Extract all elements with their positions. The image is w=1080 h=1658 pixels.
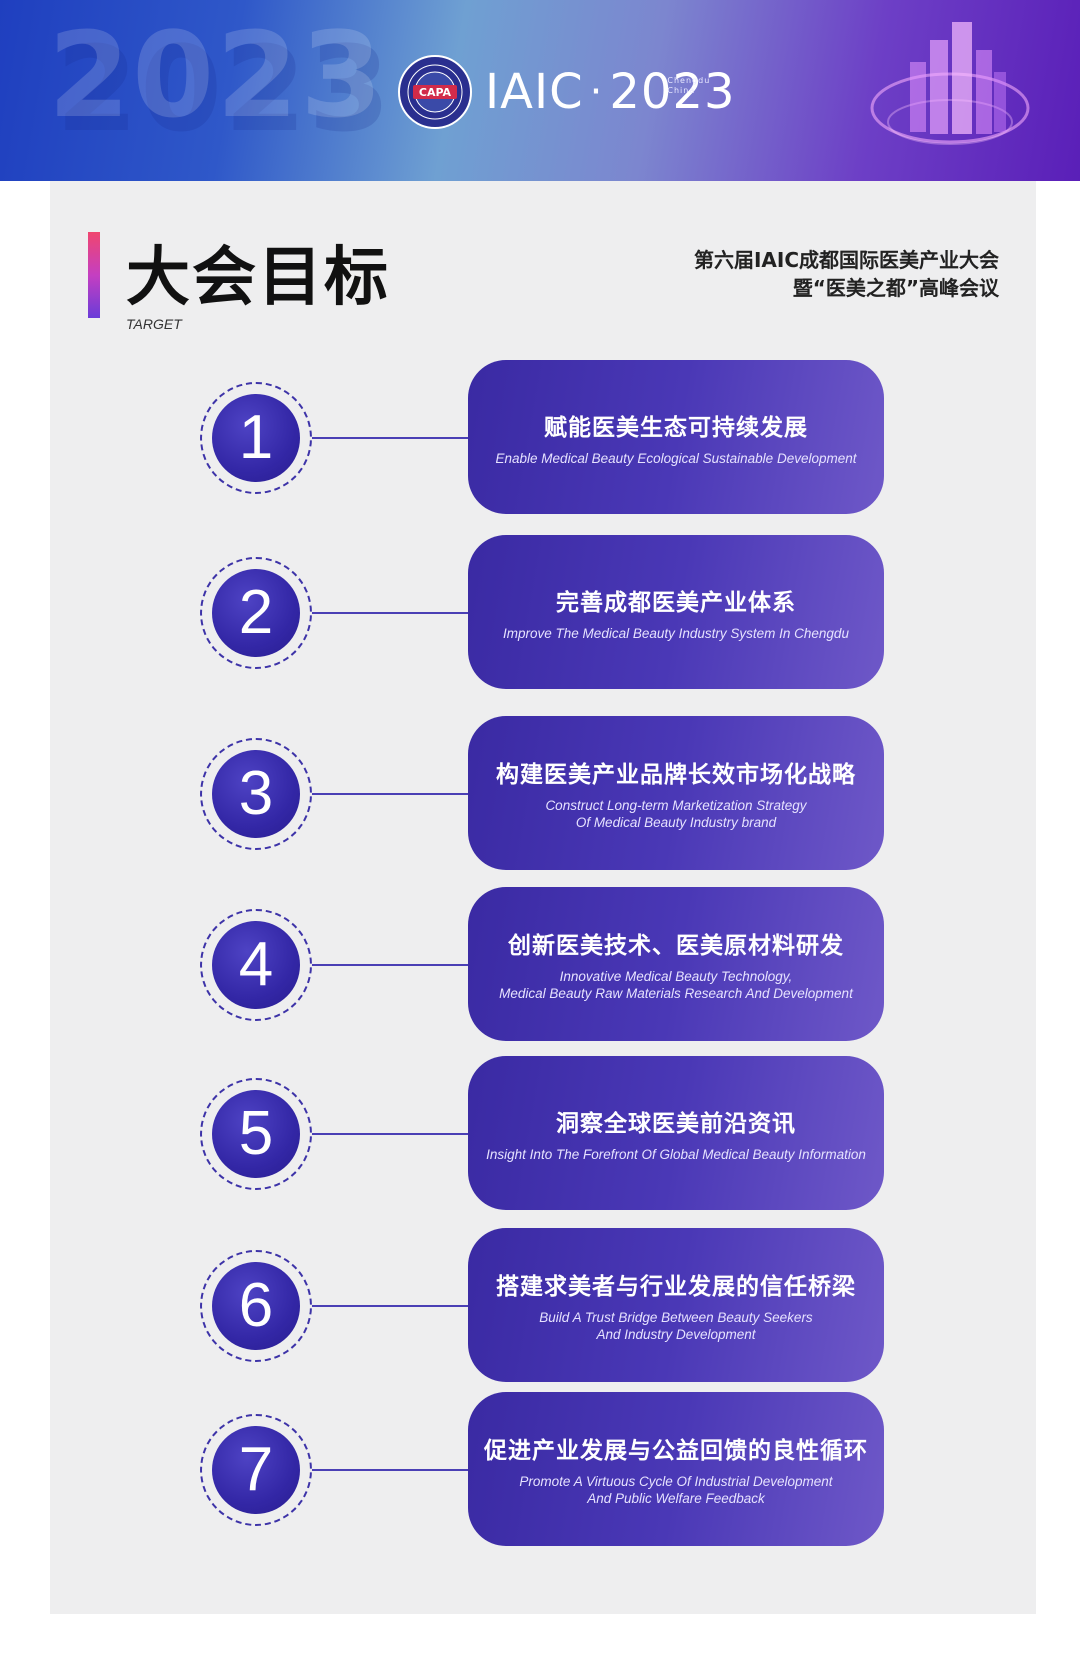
- goal-number: 7: [212, 1426, 300, 1514]
- goal-card: 赋能医美生态可持续发展 Enable Medical Beauty Ecolog…: [468, 360, 884, 514]
- section-subtitle: TARGET: [126, 316, 182, 332]
- goal-number: 2: [212, 569, 300, 657]
- goal-title-zh: 创新医美技术、医美原材料研发: [508, 933, 844, 959]
- watermark-year: 2023: [48, 6, 385, 144]
- goal-number-badge: 4: [200, 909, 312, 1021]
- section-title: 大会目标: [126, 241, 390, 315]
- goal-card: 洞察全球医美前沿资讯 Insight Into The Forefront Of…: [468, 1056, 884, 1210]
- event-year-wrap: 2023 Chengdu China: [609, 64, 735, 120]
- connector-line: [312, 964, 470, 966]
- watermark-year-shadow: 2023: [56, 20, 393, 158]
- goal-number-badge: 3: [200, 738, 312, 850]
- goal-item: 7 促进产业发展与公益回馈的良性循环 Promote A Virtuous Cy…: [0, 1392, 1080, 1546]
- goal-number: 4: [212, 921, 300, 1009]
- conference-line2: 暨“医美之都”高峰会议: [792, 276, 999, 300]
- location-line1: Chengdu: [667, 76, 711, 85]
- connector-line: [312, 1469, 470, 1471]
- goal-card: 促进产业发展与公益回馈的良性循环 Promote A Virtuous Cycl…: [468, 1392, 884, 1546]
- goal-title-en: Build A Trust Bridge Between Beauty Seek…: [539, 1310, 813, 1342]
- conference-line1: 第六届IAIC成都国际医美产业大会: [693, 248, 999, 272]
- seal-text: CAPA: [419, 86, 452, 99]
- dashed-ring: [200, 382, 312, 494]
- event-logo: CAPA IAIC · 2023 Chengdu China: [397, 54, 736, 130]
- title-dot: ·: [589, 69, 604, 115]
- goal-title-en: Innovative Medical Beauty Technology, Me…: [499, 969, 853, 1001]
- goal-card: 完善成都医美产业体系 Improve The Medical Beauty In…: [468, 535, 884, 689]
- goal-number-badge: 6: [200, 1250, 312, 1362]
- city-skyline-icon: [870, 22, 1030, 145]
- event-location: Chengdu China: [667, 76, 710, 96]
- goal-card: 搭建求美者与行业发展的信任桥梁 Build A Trust Bridge Bet…: [468, 1228, 884, 1382]
- location-line2: China: [667, 86, 696, 95]
- goal-title-en: Insight Into The Forefront Of Global Med…: [486, 1146, 866, 1162]
- connector-line: [312, 612, 470, 614]
- dashed-ring: [200, 557, 312, 669]
- goal-title-en: Construct Long-term Marketization Strate…: [545, 798, 807, 830]
- goal-number-badge: 7: [200, 1414, 312, 1526]
- goal-item: 6 搭建求美者与行业发展的信任桥梁 Build A Trust Bridge B…: [0, 1228, 1080, 1382]
- header-banner: 2023 2023 CAPA IAIC · 2023 Chengdu China: [0, 0, 1080, 181]
- goal-card: 构建医美产业品牌长效市场化战略 Construct Long-term Mark…: [468, 716, 884, 870]
- connector-line: [312, 437, 470, 439]
- goal-number: 3: [212, 750, 300, 838]
- event-year: 2023: [609, 64, 736, 120]
- goal-item: 4 创新医美技术、医美原材料研发 Innovative Medical Beau…: [0, 887, 1080, 1041]
- goal-title-zh: 促进产业发展与公益回馈的良性循环: [484, 1438, 868, 1464]
- goal-number-badge: 1: [200, 382, 312, 494]
- dashed-ring: [200, 1414, 312, 1526]
- goal-item: 3 构建医美产业品牌长效市场化战略 Construct Long-term Ma…: [0, 716, 1080, 870]
- goal-item: 2 完善成都医美产业体系 Improve The Medical Beauty …: [0, 535, 1080, 689]
- goal-title-zh: 搭建求美者与行业发展的信任桥梁: [496, 1274, 856, 1300]
- connector-line: [312, 1305, 470, 1307]
- goal-card: 创新医美技术、医美原材料研发 Innovative Medical Beauty…: [468, 887, 884, 1041]
- dashed-ring: [200, 738, 312, 850]
- title-accent-bar: [88, 232, 100, 318]
- page-bottom-margin: [0, 1614, 1080, 1658]
- goal-title-zh: 赋能医美生态可持续发展: [544, 414, 808, 441]
- dashed-ring: [200, 1250, 312, 1362]
- goal-item: 1 赋能医美生态可持续发展 Enable Medical Beauty Ecol…: [0, 360, 1080, 514]
- goal-title-zh: 洞察全球医美前沿资讯: [556, 1110, 796, 1137]
- goal-title-zh: 完善成都医美产业体系: [556, 589, 796, 616]
- capa-seal-icon: CAPA: [398, 55, 472, 129]
- connector-line: [312, 793, 470, 795]
- dashed-ring: [200, 1078, 312, 1190]
- goal-title-en: Promote A Virtuous Cycle Of Industrial D…: [519, 1474, 833, 1506]
- event-brand: IAIC: [485, 64, 584, 120]
- conference-name: 第六届IAIC成都国际医美产业大会 暨“医美之都”高峰会议: [694, 246, 999, 302]
- goal-number: 1: [212, 394, 300, 482]
- goal-title-en: Enable Medical Beauty Ecological Sustain…: [495, 450, 857, 466]
- connector-line: [312, 1133, 470, 1135]
- goal-title-zh: 构建医美产业品牌长效市场化战略: [496, 762, 856, 788]
- goal-number-badge: 2: [200, 557, 312, 669]
- dashed-ring: [200, 909, 312, 1021]
- goal-number: 5: [212, 1090, 300, 1178]
- goal-title-en: Improve The Medical Beauty Industry Syst…: [503, 625, 849, 641]
- event-title: IAIC · 2023 Chengdu China: [485, 64, 736, 120]
- goal-item: 5 洞察全球医美前沿资讯 Insight Into The Forefront …: [0, 1056, 1080, 1210]
- goal-number: 6: [212, 1262, 300, 1350]
- goal-number-badge: 5: [200, 1078, 312, 1190]
